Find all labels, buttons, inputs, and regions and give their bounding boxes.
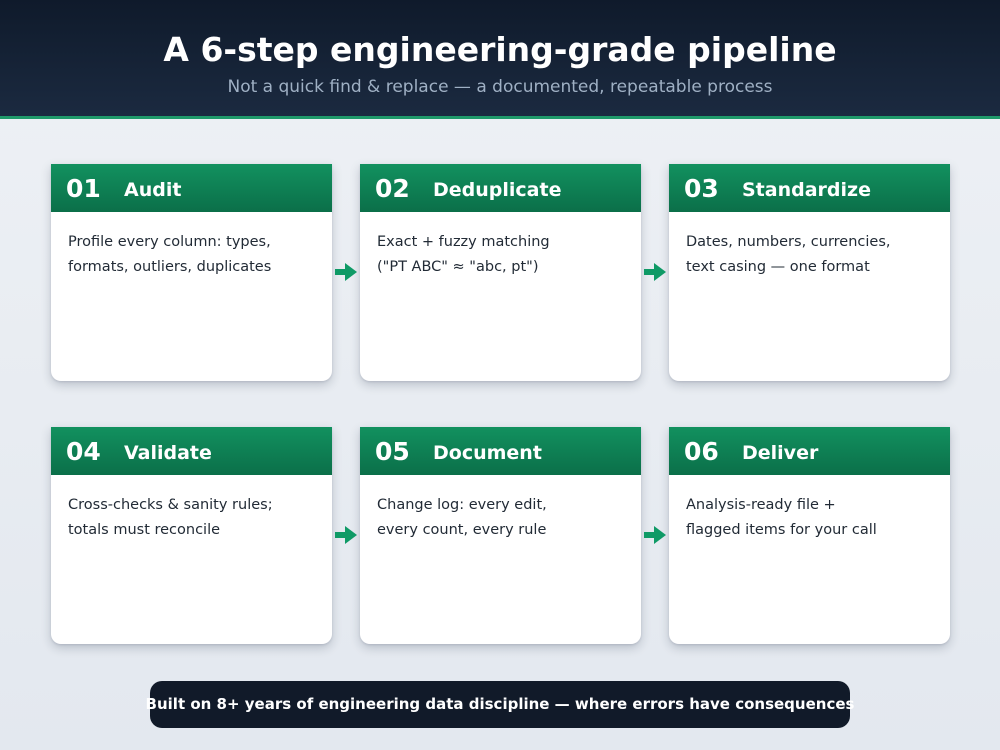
arrow-right-icon xyxy=(644,526,666,544)
step-header: 01 Audit xyxy=(51,164,332,212)
step-description-line: every count, every rule xyxy=(377,522,547,538)
step-number: 05 xyxy=(375,437,410,466)
step-description-line: formats, outliers, duplicates xyxy=(68,259,272,275)
step-card-deliver: 06 Deliver Analysis-ready file + flagged… xyxy=(669,427,950,644)
step-number: 03 xyxy=(684,174,719,203)
step-card-validate: 04 Validate Cross-checks & sanity rules;… xyxy=(51,427,332,644)
step-description-line: Cross-checks & sanity rules; xyxy=(68,497,273,513)
step-header: 03 Standardize xyxy=(669,164,950,212)
step-description-line: flagged items for your call xyxy=(686,522,877,538)
step-description: Analysis-ready file + flagged items for … xyxy=(686,493,936,543)
step-description-line: Profile every column: types, xyxy=(68,234,271,250)
step-header: 05 Document xyxy=(360,427,641,475)
step-title: Audit xyxy=(124,179,182,201)
step-card-deduplicate: 02 Deduplicate Exact + fuzzy matching ("… xyxy=(360,164,641,381)
page-subtitle: Not a quick find & replace — a documente… xyxy=(227,77,773,97)
footer-banner xyxy=(150,681,850,728)
step-description-line: Change log: every edit, xyxy=(377,497,547,513)
step-number: 06 xyxy=(684,437,719,466)
step-title: Validate xyxy=(124,442,212,464)
step-number: 04 xyxy=(66,437,101,466)
step-header: 06 Deliver xyxy=(669,427,950,475)
step-number: 01 xyxy=(66,174,101,203)
step-header: 02 Deduplicate xyxy=(360,164,641,212)
step-description-line: Exact + fuzzy matching xyxy=(377,234,550,250)
header: A 6-step engineering-grade pipeline Not … xyxy=(0,0,1000,119)
step-number: 02 xyxy=(375,174,410,203)
step-description: Cross-checks & sanity rules; totals must… xyxy=(68,493,318,543)
step-title: Document xyxy=(433,442,542,464)
step-description-line: ("PT ABC" ≈ "abc, pt") xyxy=(377,259,539,275)
step-card-audit: 01 Audit Profile every column: types, fo… xyxy=(51,164,332,381)
step-description-line: Analysis-ready file + xyxy=(686,497,836,513)
step-description-line: Dates, numbers, currencies, xyxy=(686,234,891,250)
step-description: Profile every column: types, formats, ou… xyxy=(68,230,318,280)
page-title: A 6-step engineering-grade pipeline xyxy=(163,30,837,69)
step-description-line: totals must reconcile xyxy=(68,522,221,538)
arrow-right-icon xyxy=(644,263,666,281)
arrow-right-icon xyxy=(335,263,357,281)
step-header: 04 Validate xyxy=(51,427,332,475)
step-description-line: text casing — one format xyxy=(686,259,870,275)
arrow-right-icon xyxy=(335,526,357,544)
step-title: Deliver xyxy=(742,442,819,464)
step-description: Change log: every edit, every count, eve… xyxy=(377,493,627,543)
step-description: Exact + fuzzy matching ("PT ABC" ≈ "abc,… xyxy=(377,230,627,280)
step-title: Standardize xyxy=(742,179,871,201)
step-card-standardize: 03 Standardize Dates, numbers, currencie… xyxy=(669,164,950,381)
footer-text: Built on 8+ years of engineering data di… xyxy=(145,695,855,713)
step-description: Dates, numbers, currencies, text casing … xyxy=(686,230,936,280)
step-title: Deduplicate xyxy=(433,179,562,201)
step-card-document: 05 Document Change log: every edit, ever… xyxy=(360,427,641,644)
